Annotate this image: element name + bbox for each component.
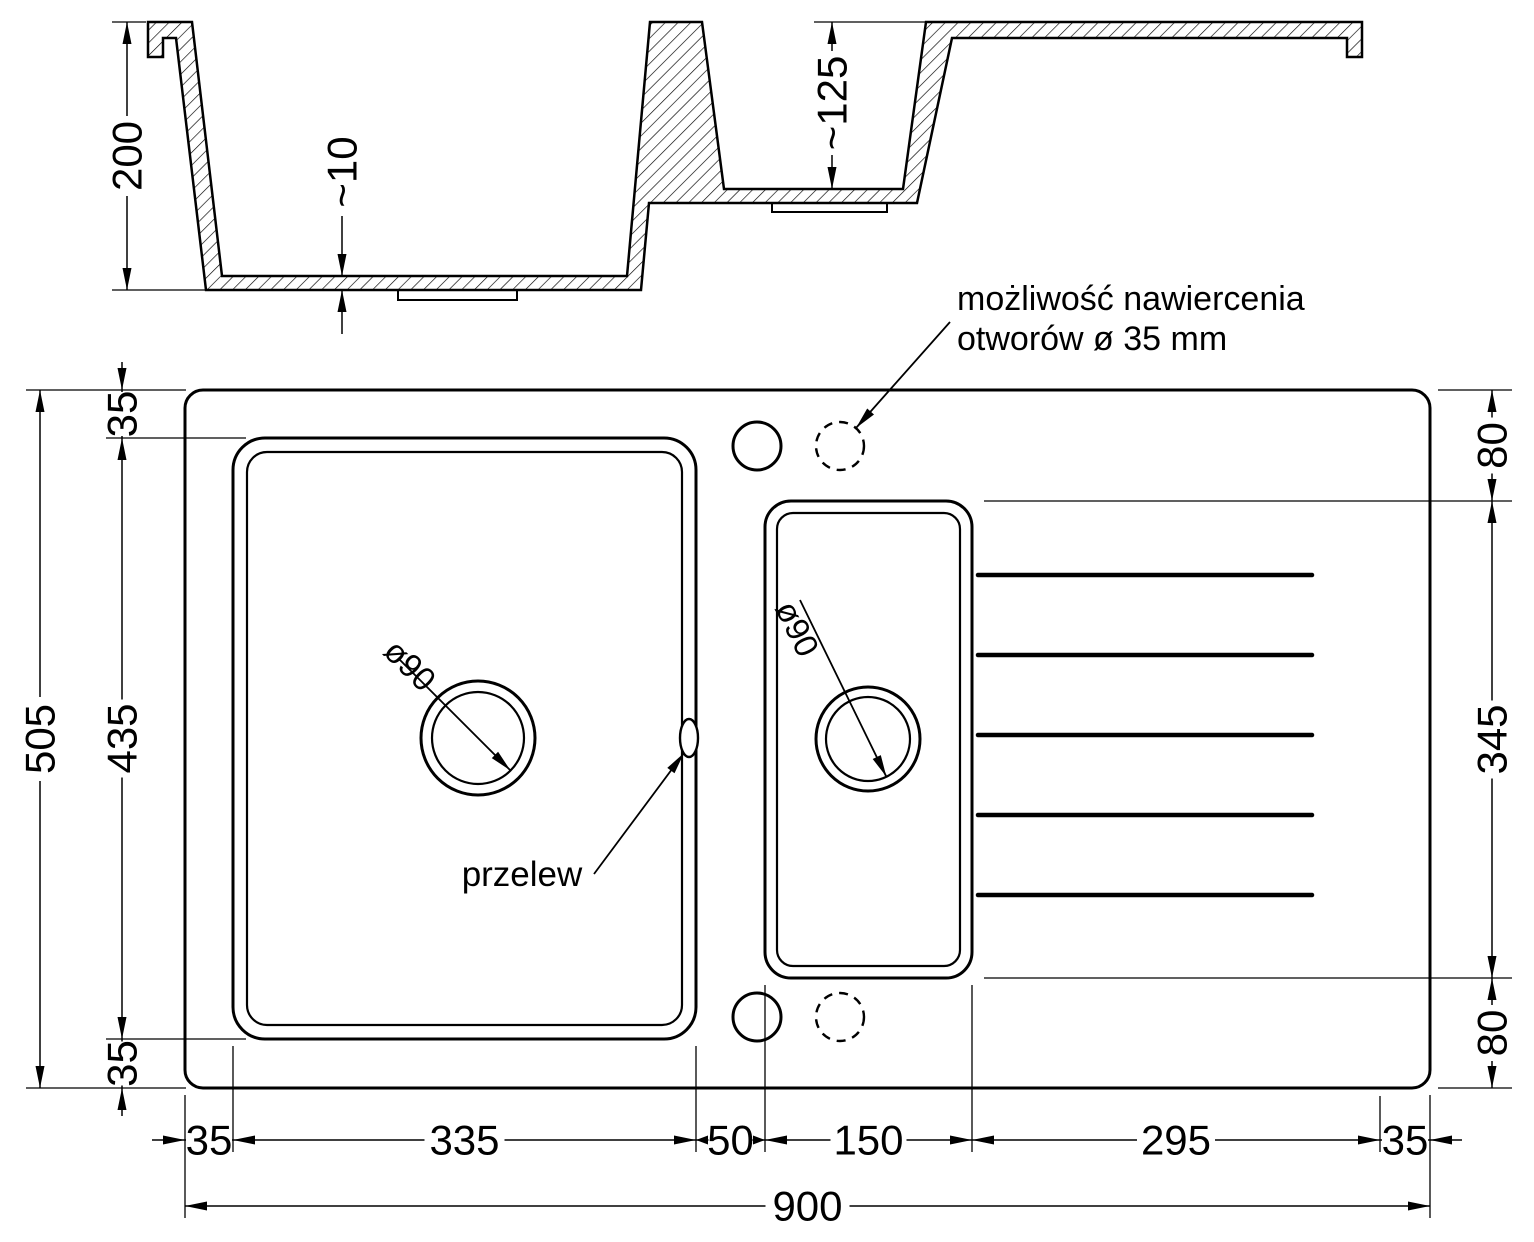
dim-text-bg [102,1041,142,1086]
faucet-hole-top [731,420,783,472]
dim-text-drainer-width: 295 [1141,1117,1211,1164]
dim-overall-depth: 200 [104,116,151,196]
dim-right-margin: 35 [1382,1117,1429,1164]
small-drain-outer [814,685,922,793]
dim-text-bg [810,51,854,155]
main-drain-recess [397,290,518,301]
drill-note-line2: otworów ø 35 mm [957,320,1227,358]
dim-text-bg [102,392,142,436]
dim-text-bg [708,1118,753,1162]
dim-text-small-bowl-width: 150 [833,1117,903,1164]
dim-left-margin: 35 [186,1117,233,1164]
dim-text-right-margin: 35 [1382,1117,1429,1164]
small-bowl-outer [763,499,974,980]
plan-view: możliwość nawiercenia otworów ø 35 mm pr… [17,280,1516,1230]
dim-small-bowl-height: 345 [1469,700,1516,779]
drainer-area [975,572,1315,898]
dim-text-bg [1137,1118,1215,1162]
dim-text-bg [105,116,149,196]
section-dimension-arrows [122,22,837,312]
dim-small-bowl-width: 150 [830,1117,907,1164]
dim-main-bowl-width: 335 [424,1117,505,1164]
dim-small-bowl-depth: ~125 [809,51,856,155]
main-drain-diameter-text: ø90 [377,632,443,698]
dim-center-gap: 50 [707,1117,754,1164]
dim-text-bg [830,1118,907,1162]
dim-text-bg [186,1118,232,1162]
main-bowl-inner [245,450,684,1027]
main-drain-inner [430,690,526,786]
dim-overall-width: 900 [765,1183,850,1230]
optional-drill-hole-bottom [814,991,866,1043]
dim-text-small-bowl-depth: ~125 [809,56,856,151]
dim-top-margin: 35 [99,391,146,438]
dim-text-bg [1470,417,1514,474]
dim-text-overall-depth: 200 [104,121,151,191]
dim-text-bg [100,699,144,778]
dim-bottom-margin: 35 [99,1040,146,1087]
dim-drainer-width: 295 [1137,1117,1215,1164]
dim-text-bg [18,697,62,781]
dim-text-bg [1470,1005,1514,1061]
plan-extension-lines [26,389,1512,1218]
overflow-notch [678,717,700,759]
small-drain-recess [771,203,888,213]
drill-note-line1: możliwość nawiercenia [957,280,1305,318]
dim-text-right-top-margin: 80 [1469,422,1516,469]
main-drain-outer [419,679,537,797]
leader-lines [397,321,951,875]
dim-right-top-margin: 80 [1469,417,1516,474]
cross-section-view: 200 ~10 ~125 [104,20,1364,334]
dim-right-bottom-margin: 80 [1469,1005,1516,1061]
dim-text-top-margin: 35 [99,391,146,438]
section-extension-lines [112,21,930,291]
optional-drill-hole-top [814,420,866,472]
dim-text-overall-height: 505 [17,704,64,774]
dim-text-bg [424,1118,505,1162]
dim-text-bg [765,1184,850,1228]
main-bowl-outer [231,436,698,1041]
dim-text-right-bottom-margin: 80 [1469,1010,1516,1057]
dim-text-small-bowl-height: 345 [1469,704,1516,774]
dim-text-center-gap: 50 [707,1117,754,1164]
small-bowl-inner [775,511,962,968]
dim-text-bottom-thickness: ~10 [319,136,366,207]
dim-text-left-margin: 35 [186,1117,233,1164]
faucet-hole-bottom [731,991,783,1043]
dim-bottom-thickness: ~10 [319,136,366,207]
dim-text-bottom-margin: 35 [99,1040,146,1087]
dim-text-main-bowl-width: 335 [429,1117,499,1164]
dim-main-bowl-height: 435 [99,699,146,778]
overflow-label: przelew [462,855,583,894]
main-drain-diameter-label: ø90 [377,632,443,698]
dim-overall-height: 505 [17,697,64,781]
sink-profile-section [146,20,1364,292]
dim-text-overall-width: 900 [772,1183,842,1230]
dim-text-bg [1470,700,1514,779]
dim-text-main-bowl-height: 435 [99,703,146,773]
small-drain-inner [824,695,912,783]
dim-text-bg [1382,1118,1428,1162]
sink-outer-edge [183,388,1432,1090]
